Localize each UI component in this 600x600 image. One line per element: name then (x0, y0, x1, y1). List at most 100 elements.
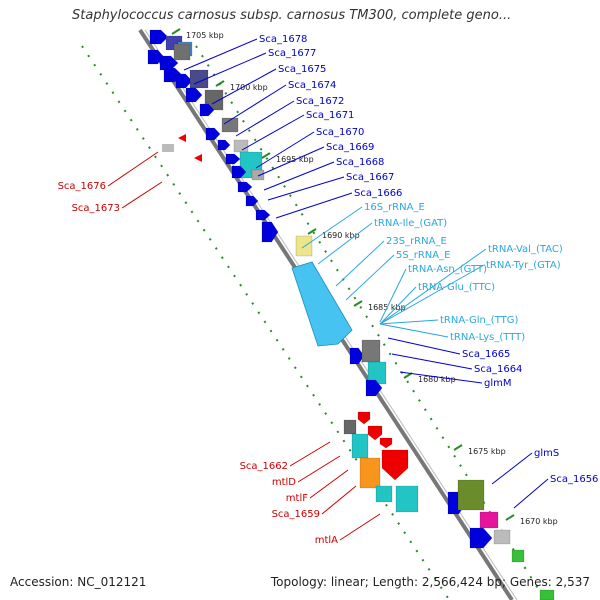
gene-label[interactable]: tRNA-Asn_(GTT) (408, 264, 487, 275)
cds-feature[interactable] (178, 134, 186, 142)
label-leader-line (255, 131, 315, 169)
feature-block[interactable] (233, 139, 249, 153)
feature-block[interactable] (359, 457, 381, 489)
kbp-tick (505, 514, 515, 521)
feature-block[interactable] (343, 419, 357, 435)
cds-feature[interactable] (149, 29, 169, 45)
feature-block[interactable] (395, 485, 419, 513)
gene-label[interactable]: mtlA (315, 535, 338, 546)
cds-feature[interactable] (367, 425, 383, 441)
gene-label[interactable]: Sca_1675 (278, 64, 326, 75)
label-leader-line (321, 485, 357, 515)
feature-block[interactable] (162, 144, 174, 152)
gene-label[interactable]: 16S_rRNA_E (364, 202, 425, 213)
kbp-tick (453, 444, 463, 451)
cds-feature[interactable] (205, 127, 221, 141)
map-title: Staphylococcus carnosus subsp. carnosus … (72, 8, 512, 23)
label-leader-line (257, 146, 325, 177)
gene-label[interactable]: tRNA-Tyr_(GTA) (486, 260, 561, 271)
label-leader-line (223, 84, 287, 125)
cds-feature[interactable] (194, 154, 202, 162)
kbp-tick (353, 300, 363, 307)
gene-label[interactable]: tRNA-Lys_(TTT) (450, 332, 525, 343)
feature-block[interactable] (511, 549, 525, 563)
gene-label[interactable]: mtlF (286, 493, 308, 504)
cds-feature[interactable] (231, 165, 247, 179)
feature-block[interactable] (295, 235, 313, 257)
gene-label[interactable]: Sca_1678 (259, 34, 307, 45)
gene-label[interactable]: tRNA-Glu_(TTC) (418, 282, 495, 293)
gene-label[interactable]: glmS (534, 448, 559, 459)
gene-label[interactable]: Sca_1669 (326, 142, 374, 153)
gene-label[interactable]: Sca_1677 (268, 48, 316, 59)
gene-label[interactable]: Sca_1673 (72, 203, 120, 214)
gene-label[interactable]: Sca_1670 (316, 127, 364, 138)
label-leader-line (289, 441, 331, 467)
cds-feature[interactable] (225, 153, 241, 165)
gene-label[interactable]: Sca_1667 (346, 172, 394, 183)
cds-feature[interactable] (349, 347, 365, 365)
feature-block[interactable] (479, 511, 499, 529)
gene-label[interactable]: Sca_1659 (272, 509, 320, 520)
feature-block[interactable] (251, 169, 265, 181)
cds-feature[interactable] (217, 139, 231, 151)
rrna-operon[interactable] (291, 261, 353, 347)
feature-block[interactable] (361, 339, 381, 363)
label-leader-line (339, 513, 381, 541)
gene-label[interactable]: Sca_1674 (288, 80, 336, 91)
cds-feature[interactable] (469, 527, 493, 549)
feature-block[interactable] (375, 485, 393, 503)
feature-block[interactable] (173, 43, 191, 61)
cds-feature[interactable] (159, 55, 179, 71)
kbp-label: 1680 kbp (418, 375, 456, 384)
cds-feature[interactable] (357, 411, 371, 425)
label-leader-line (335, 240, 385, 287)
gene-label[interactable]: glmM (484, 378, 512, 389)
gene-label[interactable]: Sca_1666 (354, 188, 402, 199)
feature-block[interactable] (351, 433, 369, 459)
cds-feature[interactable] (261, 221, 279, 243)
gene-label[interactable]: Sca_1665 (462, 349, 510, 360)
cds-feature[interactable] (237, 181, 253, 193)
gene-label[interactable]: 23S_rRNA_E (386, 236, 447, 247)
feature-block[interactable] (493, 529, 511, 545)
feature-block[interactable] (539, 589, 555, 600)
label-leader-line (399, 371, 483, 384)
cds-feature[interactable] (175, 73, 193, 89)
gene-label[interactable]: tRNA-Gln_(TTG) (440, 315, 519, 326)
gene-labels: Sca_1678Sca_1677Sca_1675Sca_1674Sca_1672… (58, 34, 599, 546)
gene-label[interactable]: Sca_1676 (58, 181, 106, 192)
kbp-label: 1700 kbp (230, 83, 268, 92)
label-leader-line (193, 52, 267, 85)
cds-feature[interactable] (185, 87, 203, 103)
gene-label[interactable]: Sca_1662 (240, 461, 288, 472)
gene-label[interactable]: Sca_1656 (550, 474, 598, 485)
gene-label[interactable]: Sca_1671 (306, 110, 354, 121)
kbp-tick (171, 28, 181, 35)
feature-block[interactable] (204, 89, 224, 111)
feature-block[interactable] (457, 479, 485, 511)
gene-label[interactable]: Sca_1664 (474, 364, 522, 375)
cds-feature[interactable] (199, 103, 215, 117)
gene-label[interactable]: Sca_1668 (336, 157, 384, 168)
cds-feature[interactable] (245, 195, 259, 207)
label-leader-line (267, 176, 345, 201)
feature-block[interactable] (367, 361, 387, 385)
label-leader-line (235, 100, 295, 137)
cds-feature[interactable] (255, 209, 271, 221)
gene-label[interactable]: tRNA-Ile_(GAT) (374, 218, 447, 229)
gene-label[interactable]: mtlD (272, 477, 296, 488)
kbp-tick (307, 228, 317, 235)
label-leader-line (317, 222, 373, 265)
cds-feature[interactable] (379, 437, 393, 449)
cds-feature[interactable] (365, 379, 383, 397)
gene-label[interactable]: Sca_1672 (296, 96, 344, 107)
kbp-label: 1675 kbp (468, 447, 506, 456)
gene-label[interactable]: tRNA-Val_(TAC) (488, 244, 563, 255)
cds-feature[interactable] (381, 449, 409, 481)
label-leader-line (121, 181, 163, 209)
genome-stats-text: Topology: linear; Length: 2,566,424 bp; … (270, 575, 590, 589)
gene-label[interactable]: 5S_rRNA_E (396, 250, 450, 261)
accession-text: Accession: NC_012121 (10, 575, 147, 589)
